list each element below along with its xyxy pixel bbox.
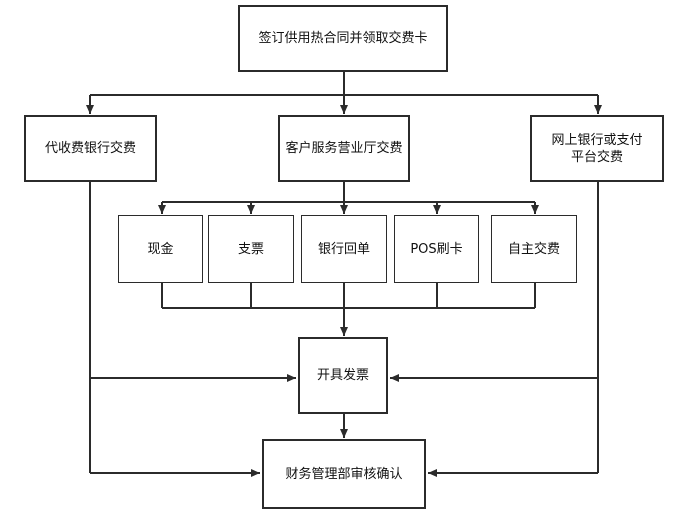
node-invoice-label: 开具发票 [316, 368, 369, 383]
node-sign-contract: 签订供用热合同并领取交费卡 [238, 5, 448, 72]
node-finance-review: 财务管理部审核确认 [262, 439, 426, 509]
node-cash: 现金 [118, 215, 203, 283]
node-agent-bank: 代收费银行交费 [24, 115, 157, 182]
node-invoice: 开具发票 [298, 337, 388, 414]
node-agent-bank-label: 代收费银行交费 [44, 141, 136, 156]
node-pos-label: POS刷卡 [410, 241, 463, 257]
node-check-label: 支票 [237, 241, 264, 257]
node-bank-receipt: 银行回单 [301, 215, 387, 283]
node-online-bank: 网上银行或支付平台交费 [530, 115, 664, 182]
node-sign-contract-label: 签订供用热合同并领取交费卡 [258, 31, 428, 46]
node-cash-label: 现金 [147, 241, 174, 257]
node-self-service-label: 自主交费 [507, 241, 560, 257]
node-online-bank-label: 网上银行或支付平台交费 [551, 132, 643, 165]
node-bank-receipt-label: 银行回单 [317, 241, 370, 257]
node-service-hall-label: 客户服务营业厅交费 [285, 141, 403, 156]
node-check: 支票 [208, 215, 294, 283]
node-self-service: 自主交费 [491, 215, 577, 283]
node-finance-review-label: 财务管理部审核确认 [285, 466, 403, 482]
node-pos: POS刷卡 [394, 215, 479, 283]
node-service-hall: 客户服务营业厅交费 [278, 115, 410, 182]
